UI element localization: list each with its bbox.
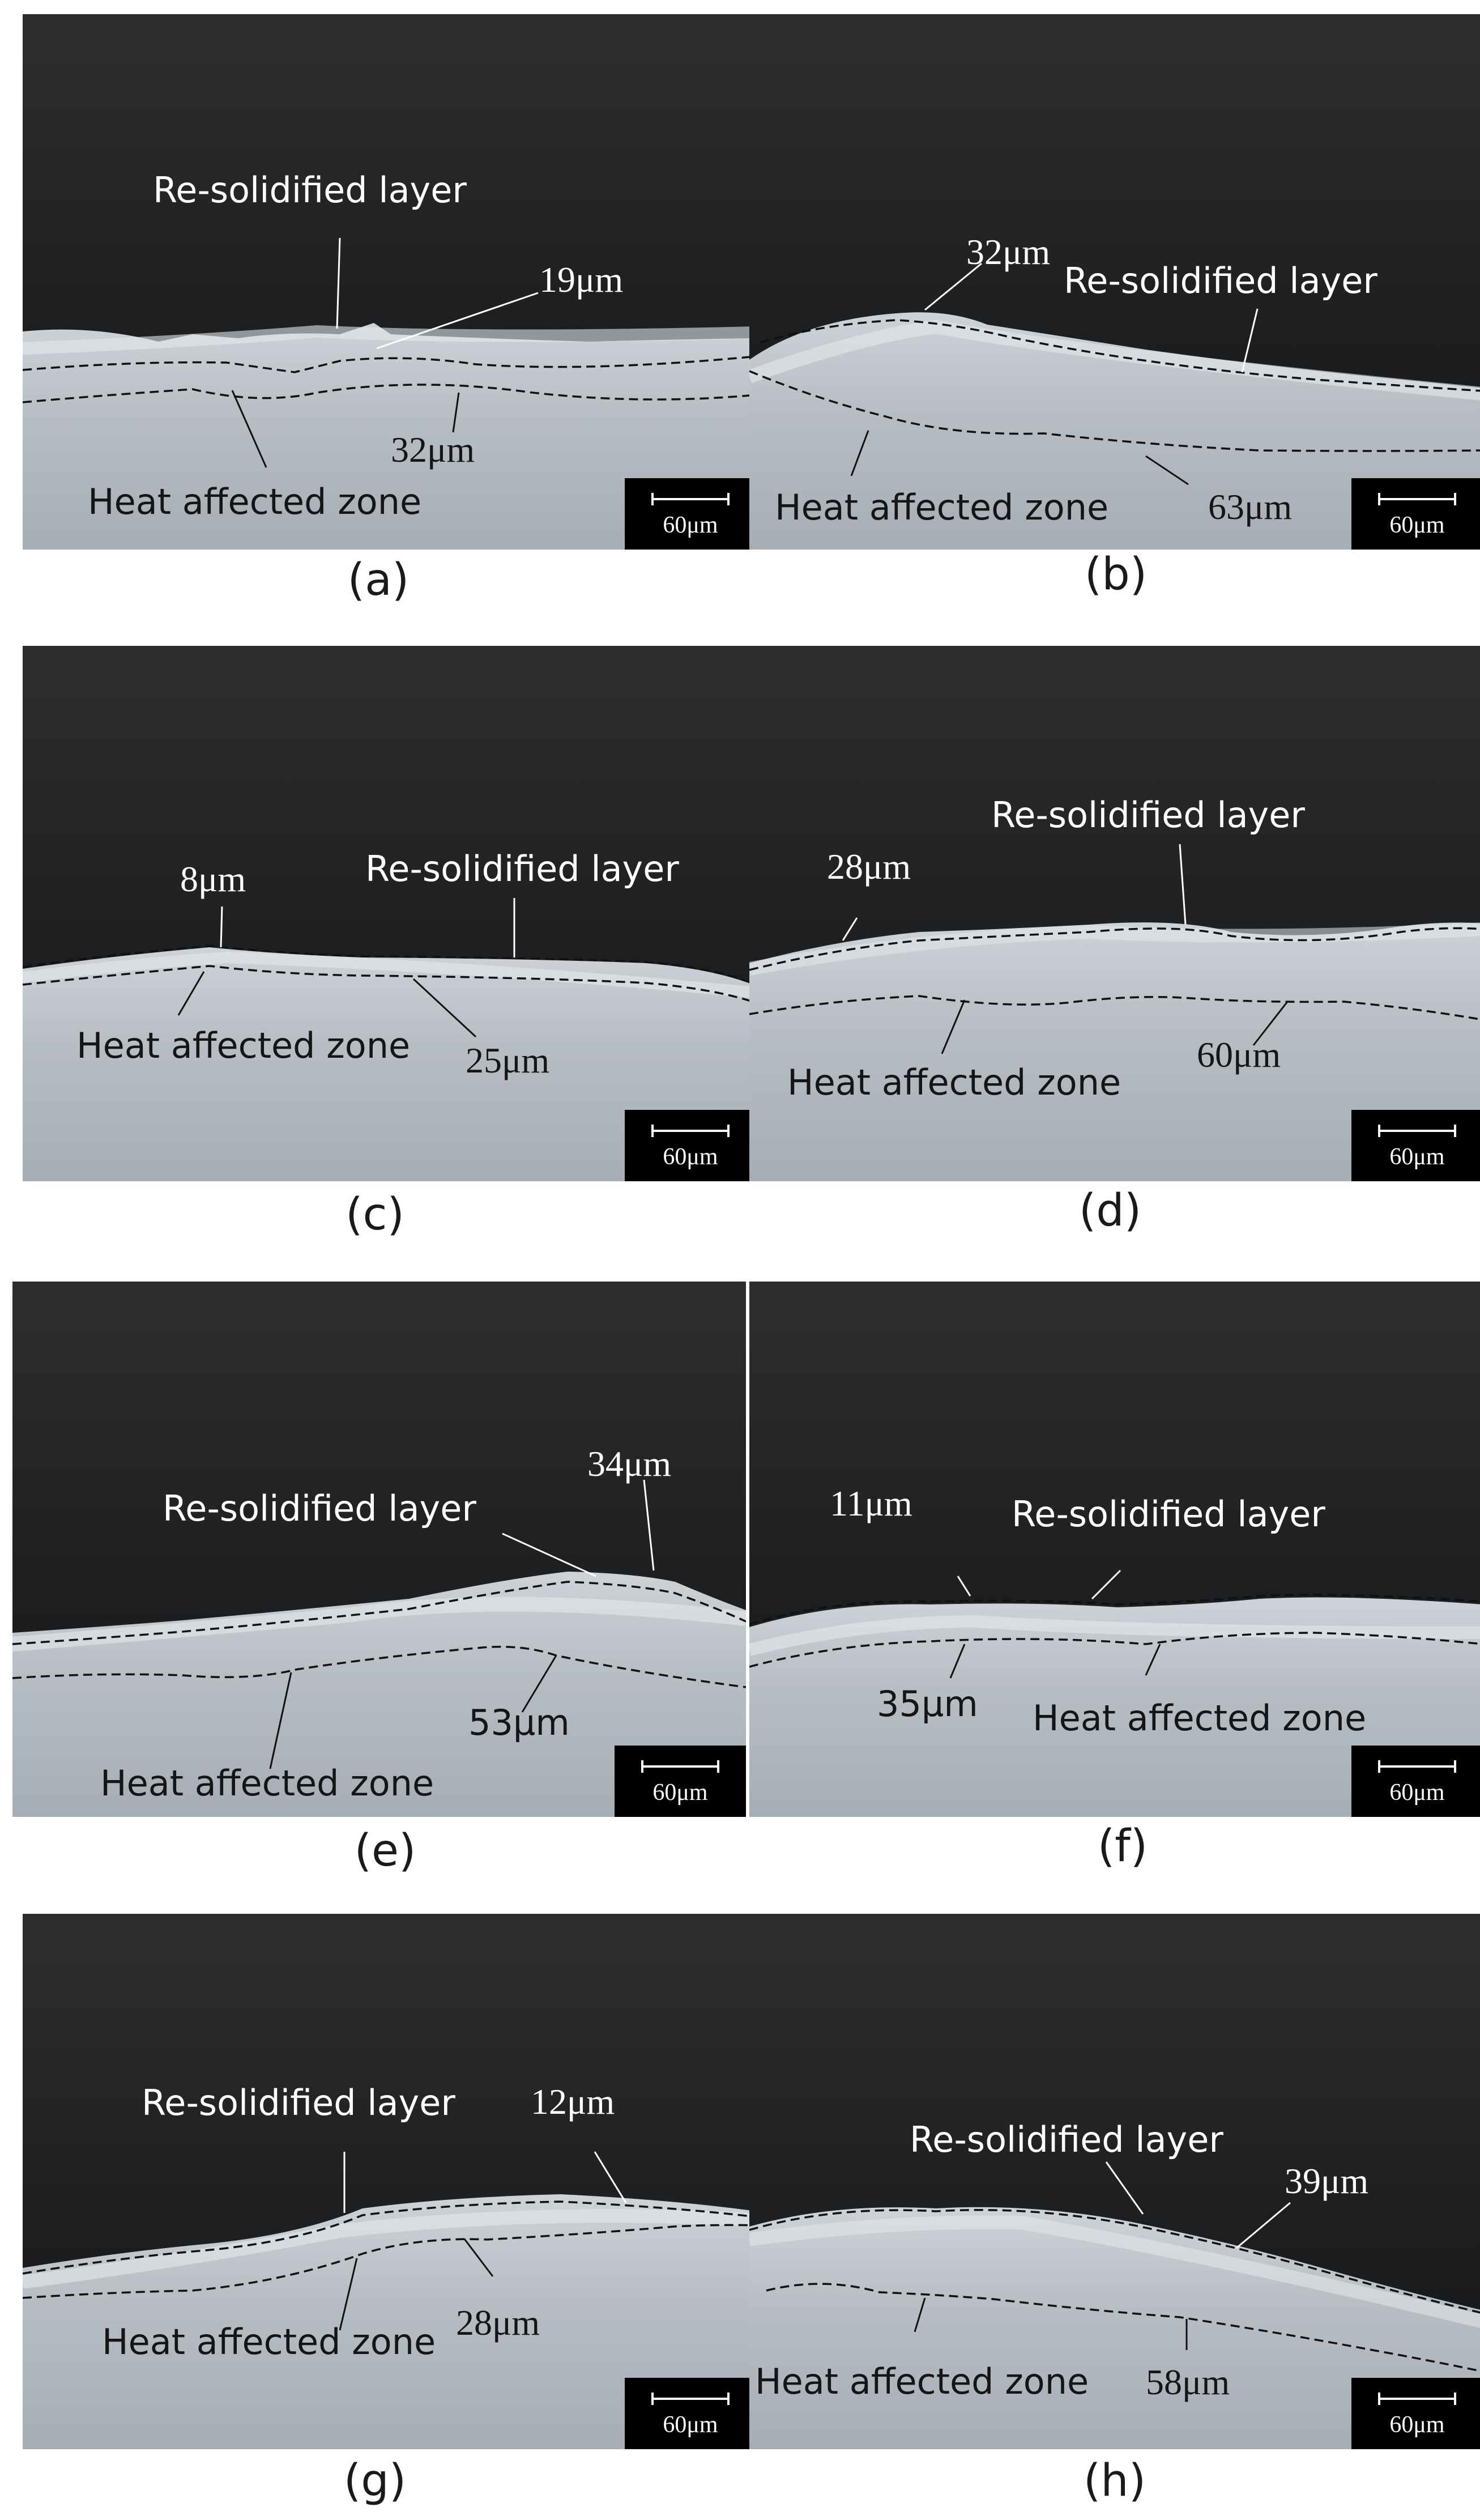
scale-bar-label: 60μm (1389, 1780, 1445, 1806)
micrograph-image (749, 1914, 1480, 2449)
haz-label: Heat affected zone (755, 2361, 1089, 2402)
micrograph-image (749, 14, 1480, 550)
scale-bar-label: 60μm (1389, 2412, 1445, 2438)
scale-bar-label: 60μm (663, 512, 718, 538)
haz-thickness-label: 53μm (468, 1702, 570, 1743)
micrograph-panel-a: Re-solidified layer 19μm Heat affected z… (23, 14, 756, 550)
recast-thickness-label: 28μm (827, 846, 911, 887)
recast-thickness-label: 11μm (830, 1483, 912, 1523)
micrograph-image (749, 1282, 1480, 1817)
panel-caption: (e) (354, 1825, 416, 1876)
haz-thickness-label: 58μm (1146, 2362, 1230, 2402)
scale-bar-label: 60μm (663, 2412, 718, 2438)
recast-thickness-label: 34μm (587, 1444, 672, 1484)
panel-caption: (d) (1078, 1185, 1142, 1236)
recast-thickness-label: 39μm (1285, 2161, 1369, 2201)
micrograph-panel-g: Re-solidified layer 12μm Heat affected z… (23, 1914, 756, 2449)
haz-label: Heat affected zone (787, 1062, 1121, 1103)
resolidified-layer-label: Re-solidified layer (153, 169, 467, 211)
micrograph-image (23, 646, 756, 1181)
recast-thickness-label: 12μm (531, 2081, 615, 2122)
haz-thickness-label: 63μm (1208, 487, 1293, 527)
haz-label: Heat affected zone (1033, 1697, 1367, 1739)
scale-bar-label: 60μm (663, 1144, 718, 1170)
micrograph-panel-e: Re-solidified layer 34μm Heat affected z… (12, 1282, 746, 1817)
panel-caption: (h) (1083, 2455, 1146, 2506)
micrograph-panel-b: 32μm Re-solidified layer Heat affected z… (749, 14, 1480, 550)
haz-thickness-label: 35μm (877, 1683, 978, 1725)
resolidified-layer-label: Re-solidified layer (991, 794, 1305, 836)
haz-thickness-label: 60μm (1197, 1035, 1281, 1075)
panel-caption: (a) (347, 555, 410, 606)
haz-label: Heat affected zone (76, 1025, 411, 1066)
scale-bar: 60μm (1351, 1746, 1480, 1817)
scale-bar-label: 60μm (652, 1780, 708, 1806)
micrograph-panel-c: 8μm Re-solidified layer Heat affected zo… (23, 646, 756, 1181)
haz-thickness-label: 32μm (391, 429, 475, 470)
scale-bar: 60μm (1351, 1110, 1480, 1181)
micrograph-image (12, 1282, 746, 1817)
panel-caption: (g) (343, 2455, 407, 2506)
recast-thickness-label: 19μm (539, 259, 624, 300)
micrograph-panel-h: Re-solidified layer 39μm Heat affected z… (749, 1914, 1480, 2449)
haz-thickness-label: 28μm (456, 2302, 540, 2343)
panel-caption: (f) (1097, 1821, 1148, 1872)
resolidified-layer-label: Re-solidified layer (365, 848, 679, 889)
resolidified-layer-label: Re-solidified layer (910, 2119, 1223, 2160)
recast-thickness-label: 32μm (966, 232, 1051, 272)
panel-caption: (b) (1084, 549, 1148, 600)
scale-bar: 60μm (615, 1746, 746, 1817)
haz-thickness-label: 25μm (466, 1040, 550, 1080)
micrograph-panel-f: 11μm Re-solidified layer 35μm Heat affec… (749, 1282, 1480, 1817)
scale-bar: 60μm (625, 2378, 756, 2449)
panel-caption: (c) (346, 1189, 404, 1240)
recast-thickness-label: 8μm (180, 859, 246, 899)
scale-bar: 60μm (1351, 2378, 1480, 2449)
scale-bar-label: 60μm (1389, 512, 1445, 538)
micrograph-panel-d: 28μm Re-solidified layer Heat affected z… (749, 646, 1480, 1181)
resolidified-layer-label: Re-solidified layer (163, 1488, 476, 1529)
haz-label: Heat affected zone (100, 1763, 434, 1804)
resolidified-layer-label: Re-solidified layer (1012, 1493, 1325, 1535)
resolidified-layer-label: Re-solidified layer (1064, 260, 1377, 301)
haz-label: Heat affected zone (102, 2321, 436, 2362)
scale-bar: 60μm (1351, 478, 1480, 550)
micrograph-image (23, 1914, 756, 2449)
scale-bar: 60μm (625, 1110, 756, 1181)
resolidified-layer-label: Re-solidified layer (142, 2082, 455, 2123)
scale-bar: 60μm (625, 478, 756, 550)
haz-label: Heat affected zone (88, 481, 422, 522)
micrograph-image (23, 14, 756, 550)
micrograph-image (749, 646, 1480, 1181)
haz-label: Heat affected zone (775, 487, 1109, 528)
scale-bar-label: 60μm (1389, 1144, 1445, 1170)
